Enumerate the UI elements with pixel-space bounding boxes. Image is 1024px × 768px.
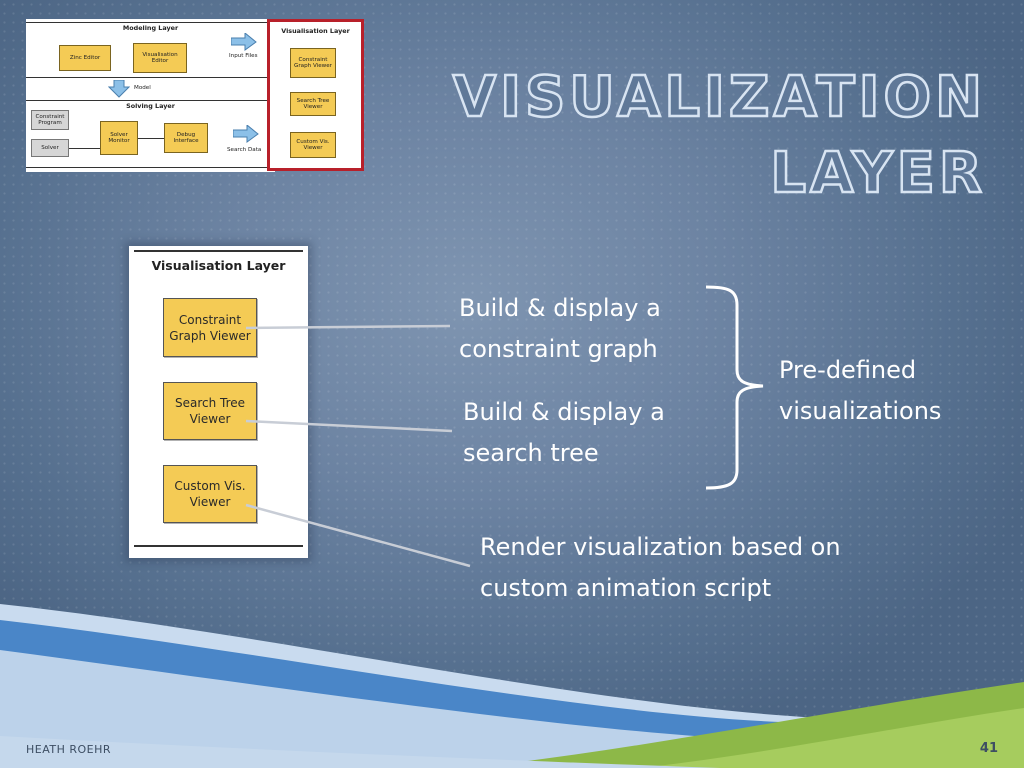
thumb-zinc-editor-box: Zinc Editor [59, 45, 111, 71]
callout-search-tree-line1: Build & display a [463, 398, 665, 426]
panel-bottom-rule [134, 545, 303, 547]
thumb-debug-interface-box: Debug Interface [164, 123, 208, 153]
footer-author: HEATH ROEHR [26, 743, 112, 756]
wave-pale-band [0, 650, 1024, 768]
wave-green-light [640, 708, 1024, 768]
page-number: 41 [979, 741, 998, 756]
callout-search-tree-line2: search tree [463, 439, 599, 467]
connector-line-1 [245, 324, 451, 330]
callout-constraint-graph-line2: constraint graph [459, 335, 658, 363]
thumb-solver-monitor-box: Solver Monitor [100, 121, 138, 155]
wave-bottom-fill [0, 736, 720, 768]
thumb-model-label: Model [134, 85, 151, 91]
callout-custom-animation-line1: Render visualization based on [480, 533, 841, 561]
callout-constraint-graph: Build & display a constraint graph [459, 288, 661, 370]
custom-vis-viewer-box: Custom Vis. Viewer [163, 465, 257, 523]
thumb-visualisation-editor-box: Visualisation Editor [133, 43, 187, 73]
thumb-search-tree-viewer-box: Search Tree Viewer [290, 92, 336, 116]
slide-title-line2: LAYER [769, 140, 986, 208]
callout-predefined-line1: Pre-defined [779, 356, 917, 384]
visualisation-layer-diagram: Visualisation Layer Constraint Graph Vie… [129, 246, 308, 558]
thumb-constraint-graph-viewer-box: Constraint Graph Viewer [290, 48, 336, 78]
thumb-solver-box: Solver [31, 139, 69, 157]
callout-predefined-line2: visualizations [779, 397, 942, 425]
architecture-thumbnail: Modeling Layer Zinc Editor Visualisation… [26, 19, 368, 172]
constraint-graph-viewer-box: Constraint Graph Viewer [163, 298, 257, 357]
slide-title-line1: VISUALIZATION [452, 64, 986, 132]
panel-top-rule [134, 250, 303, 252]
thumb-input-files-label: Input Files [229, 53, 258, 59]
callout-constraint-graph-line1: Build & display a [459, 294, 661, 322]
thumb-input-files-arrow-icon [231, 33, 257, 51]
thumb-constraint-program-box: Constraint Program [31, 110, 69, 130]
callout-search-tree: Build & display a search tree [463, 392, 665, 474]
thumbnail-visualisation-layer-highlight: Visualisation Layer Constraint Graph Vie… [267, 19, 364, 171]
search-tree-viewer-box: Search Tree Viewer [163, 382, 257, 440]
right-brace [705, 285, 764, 490]
callout-predefined-visualizations: Pre-defined visualizations [779, 350, 941, 432]
thumb-custom-vis-viewer-box: Custom Vis. Viewer [290, 132, 336, 158]
callout-custom-animation-line2: custom animation script [480, 574, 772, 602]
thumbnail-left-section: Modeling Layer Zinc Editor Visualisation… [26, 19, 275, 172]
connector-line-3 [245, 503, 471, 568]
thumb-model-arrow-icon [108, 80, 130, 98]
thumb-visualisation-layer-label: Visualisation Layer [281, 27, 350, 35]
panel-title: Visualisation Layer [151, 258, 286, 273]
thumb-search-data-arrow-icon [233, 125, 259, 143]
slide-title: VISUALIZATION LAYER [452, 60, 986, 212]
connector-line-2 [245, 419, 453, 433]
thumb-search-data-label: Search Data [227, 147, 262, 153]
callout-custom-animation: Render visualization based on custom ani… [480, 527, 841, 609]
thumb-solving-layer-label: Solving Layer [126, 102, 175, 110]
thumb-modeling-layer-label: Modeling Layer [122, 24, 179, 32]
